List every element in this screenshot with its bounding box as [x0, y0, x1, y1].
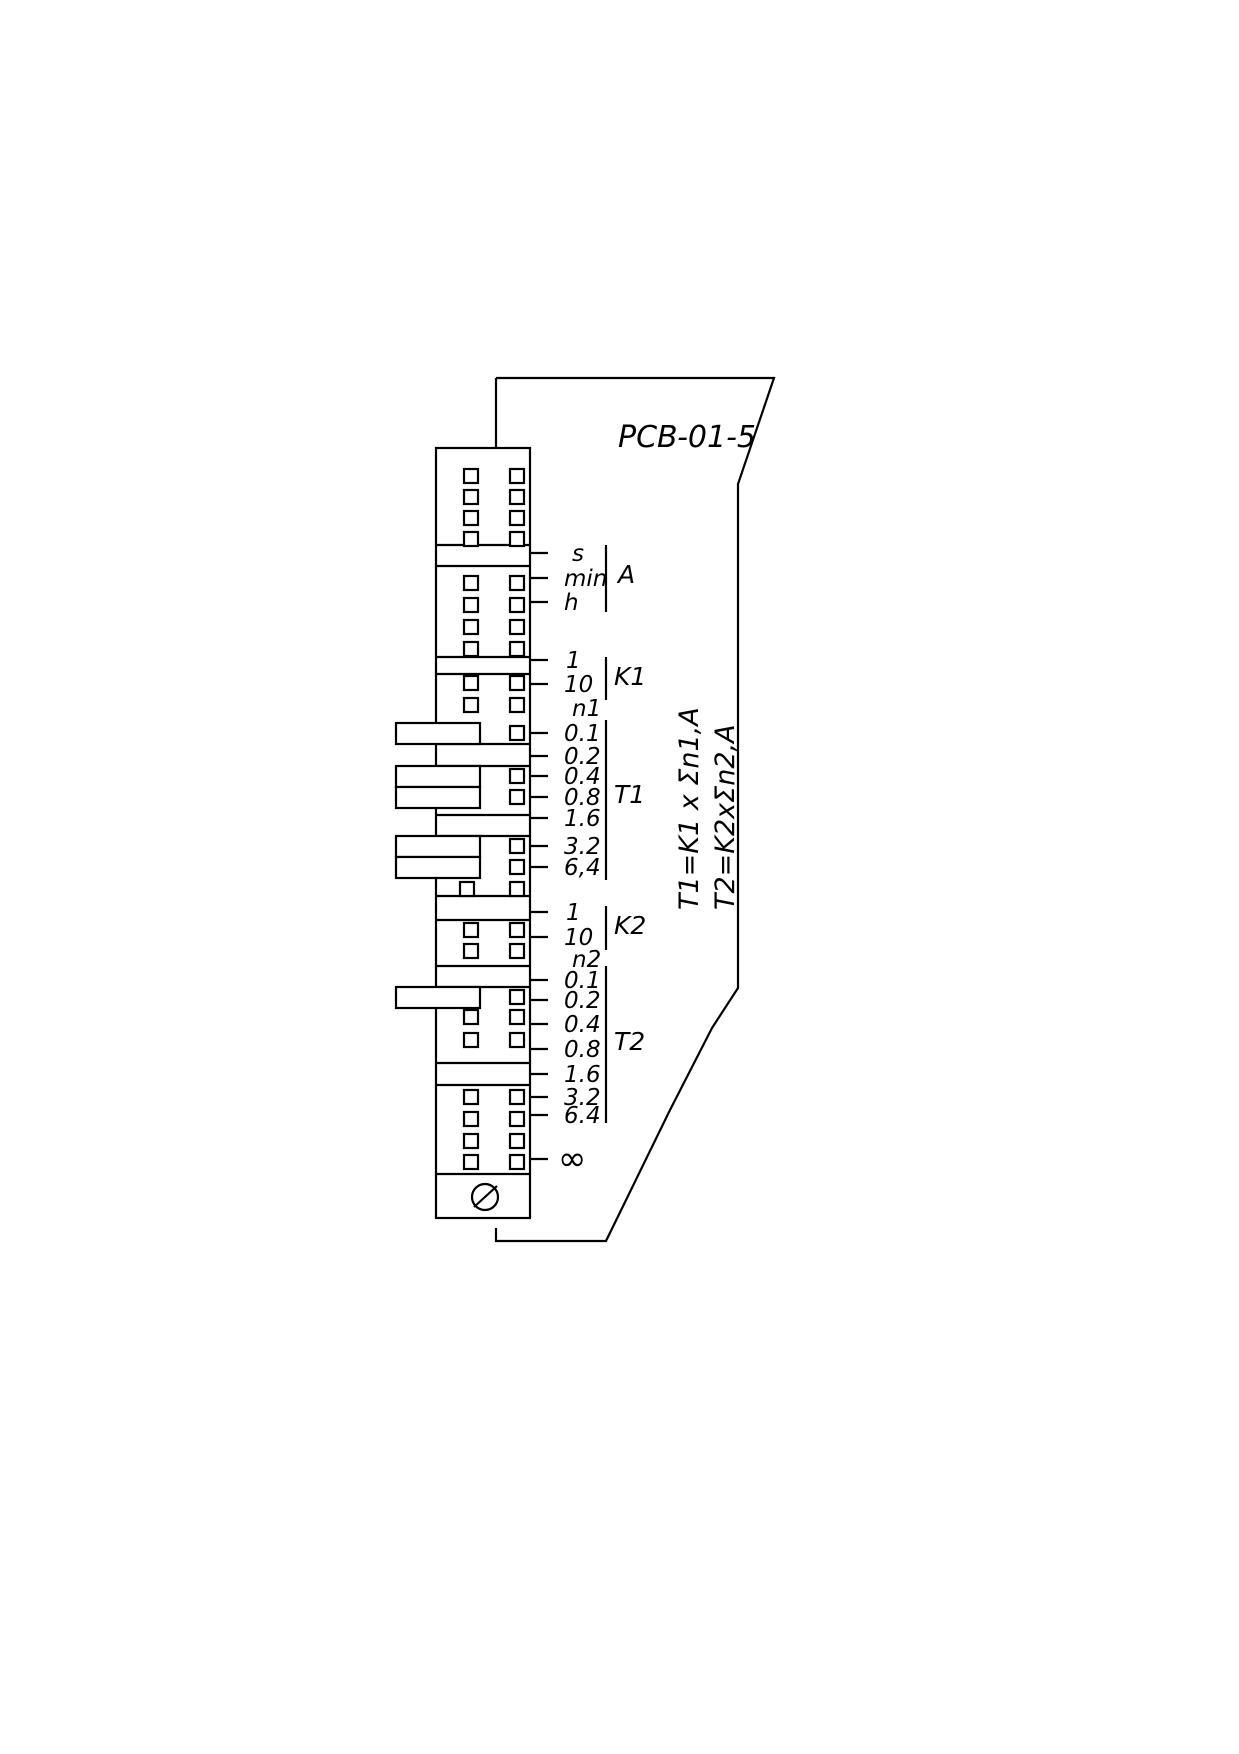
scale-ticks: sminh110n10.10.20.40.81.63.26,4110n20.10…: [530, 541, 607, 1129]
contact-pin-16-0: [462, 921, 480, 939]
tick-label-0-2: h: [564, 590, 579, 616]
infinity-label: ∞: [558, 1139, 586, 1179]
group-label-t1: T1: [614, 780, 645, 809]
group-label-k2: K2: [614, 911, 646, 940]
contact-pin-17-0: [462, 942, 480, 960]
formula-t1: T1=K1 x Σn1,A: [674, 707, 705, 910]
contact-pin-11-0: [508, 767, 526, 785]
tick-label-2-4: 1.6: [564, 806, 601, 832]
t2-slider-0-2: [394, 985, 482, 1010]
contact-pin-9-1: [508, 696, 526, 714]
contact-pin-6-0: [462, 618, 480, 636]
tick-label-4-5: 3.2: [564, 1085, 601, 1111]
tick-label-3-1: 10: [564, 925, 593, 951]
formula-t2: T2=K2xΣn2,A: [710, 724, 741, 910]
tick-label-2-3: 0.8: [564, 785, 601, 811]
contact-pin-19-0: [462, 1008, 480, 1026]
tick-label-4-2: 0.4: [564, 1012, 601, 1038]
contact-pin-22-0: [462, 1110, 480, 1128]
group-label-k1: K1: [614, 662, 646, 691]
fixing-screw-icon: [470, 1182, 500, 1212]
tick-label-1-2: n1: [572, 696, 601, 722]
tick-label-3-0: 1: [566, 900, 581, 926]
t1-slider-0-1: [394, 721, 482, 746]
contact-pin-6-1: [508, 618, 526, 636]
switch-sliders: [394, 721, 482, 1010]
contact-pin-23-1: [508, 1132, 526, 1150]
contact-pin-7-0: [462, 640, 480, 658]
contact-pin-2-0: [462, 509, 480, 527]
contact-pin-5-0: [462, 596, 480, 614]
t1-slider-3-2: [394, 834, 482, 859]
contact-pin-15-0: [458, 880, 476, 898]
housing-outline: [494, 376, 776, 1243]
contact-pin-17-1: [508, 942, 526, 960]
contact-pin-23-0: [462, 1132, 480, 1150]
contact-pin-19-1: [508, 1008, 526, 1026]
tick-label-2-5: 3.2: [564, 834, 601, 860]
contact-pin-13-0: [508, 837, 526, 855]
contact-pin-14-0: [508, 858, 526, 876]
contact-pin-20-1: [508, 1031, 526, 1049]
contact-pin-1-1: [508, 488, 526, 506]
t1-slider-0-4: [394, 764, 482, 789]
contact-pin-3-1: [508, 530, 526, 548]
contact-pin-21-0: [462, 1088, 480, 1106]
contact-pin-20-0: [462, 1031, 480, 1049]
contact-pin-24-1: [508, 1153, 526, 1171]
t1-slider-0-8: [394, 785, 482, 810]
t1-slider-6-4: [394, 855, 482, 880]
tick-label-4-6: 6.4: [564, 1103, 601, 1129]
tick-label-4-1: 0.2: [564, 988, 601, 1014]
tick-label-2-1: 0.2: [564, 744, 601, 770]
contact-pin-21-1: [508, 1088, 526, 1106]
contact-pin-7-1: [508, 640, 526, 658]
contact-pins: [458, 467, 526, 1171]
contact-pin-3-0: [462, 530, 480, 548]
contact-pin-15-1: [508, 880, 526, 898]
contact-pin-16-1: [508, 921, 526, 939]
contact-pin-10-0: [508, 724, 526, 742]
terminal-strip: [434, 446, 532, 1220]
tick-label-4-4: 1.6: [564, 1062, 601, 1088]
tick-label-2-6: 6,4: [564, 855, 601, 881]
contact-pin-8-0: [462, 674, 480, 692]
group-label-t2: T2: [614, 1027, 645, 1056]
contact-pin-0-0: [462, 467, 480, 485]
contact-pin-1-0: [462, 488, 480, 506]
tick-label-4-3: 0.8: [564, 1037, 601, 1063]
contact-pin-5-1: [508, 596, 526, 614]
tick-label-2-0: 0.1: [564, 721, 601, 747]
contact-pin-2-1: [508, 509, 526, 527]
tick-label-0-1: min: [564, 566, 607, 592]
contact-pin-22-1: [508, 1110, 526, 1128]
tick-label-4-0: 0.1: [564, 968, 601, 994]
group-label-a: A: [616, 560, 635, 589]
contact-pin-9-0: [462, 696, 480, 714]
contact-pin-8-1: [508, 674, 526, 692]
contact-pin-12-0: [508, 788, 526, 806]
contact-pin-4-0: [462, 574, 480, 592]
tick-label-3-2: n2: [572, 947, 601, 973]
contact-pin-0-1: [508, 467, 526, 485]
contact-pin-18-0: [508, 988, 526, 1006]
tick-label-0-0: s: [572, 541, 584, 567]
model-title: PCB-01-5: [618, 420, 756, 455]
contact-pin-4-1: [508, 574, 526, 592]
tick-label-2-2: 0.4: [564, 764, 601, 790]
contact-pin-24-0: [462, 1153, 480, 1171]
tick-label-1-0: 1: [566, 648, 581, 674]
tick-label-1-1: 10: [564, 672, 593, 698]
